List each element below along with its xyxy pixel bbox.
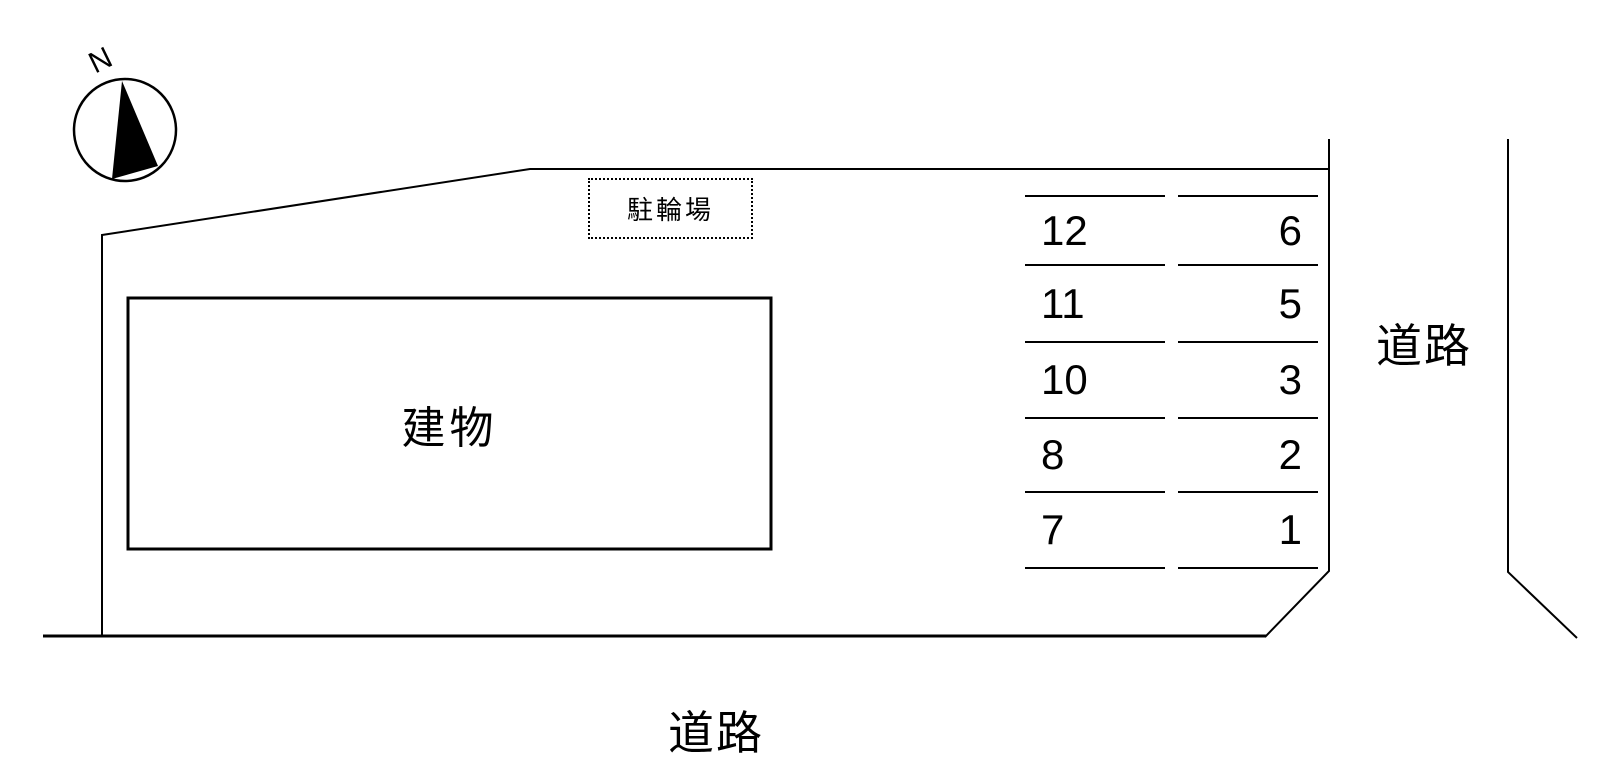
stall-lines-right-column <box>1178 195 1318 569</box>
parking-space-number: 12 <box>1041 206 1088 254</box>
parking-space-number: 5 <box>1278 279 1302 327</box>
stall-lines-left-column <box>1025 195 1165 569</box>
parking-space-number: 7 <box>1041 506 1065 553</box>
road-label-bottom: 道路 <box>668 707 764 759</box>
north-arrow-circle-icon <box>72 77 178 183</box>
parking-space-number: 10 <box>1041 356 1088 403</box>
building-outline <box>126 296 773 551</box>
bicycle-parking-label: 駐輪場 <box>626 195 714 225</box>
parking-space-number: 3 <box>1278 356 1302 403</box>
property-boundary-right <box>1264 139 1330 638</box>
property-boundary-top-left <box>101 168 1329 636</box>
parking-space-number: 11 <box>1041 279 1085 327</box>
road-label-right: 道路 <box>1376 320 1472 372</box>
parking-space-number: 1 <box>1278 506 1302 553</box>
parking-space-number: 8 <box>1041 431 1065 478</box>
north-needle-icon <box>112 81 158 179</box>
parking-space-number: 2 <box>1278 431 1302 478</box>
parking-space-number: 6 <box>1278 206 1302 254</box>
right-road-far-edge <box>1507 139 1578 639</box>
building-label: 建物 <box>401 403 498 453</box>
bicycle-parking-box: 駐輪場 <box>588 178 753 239</box>
